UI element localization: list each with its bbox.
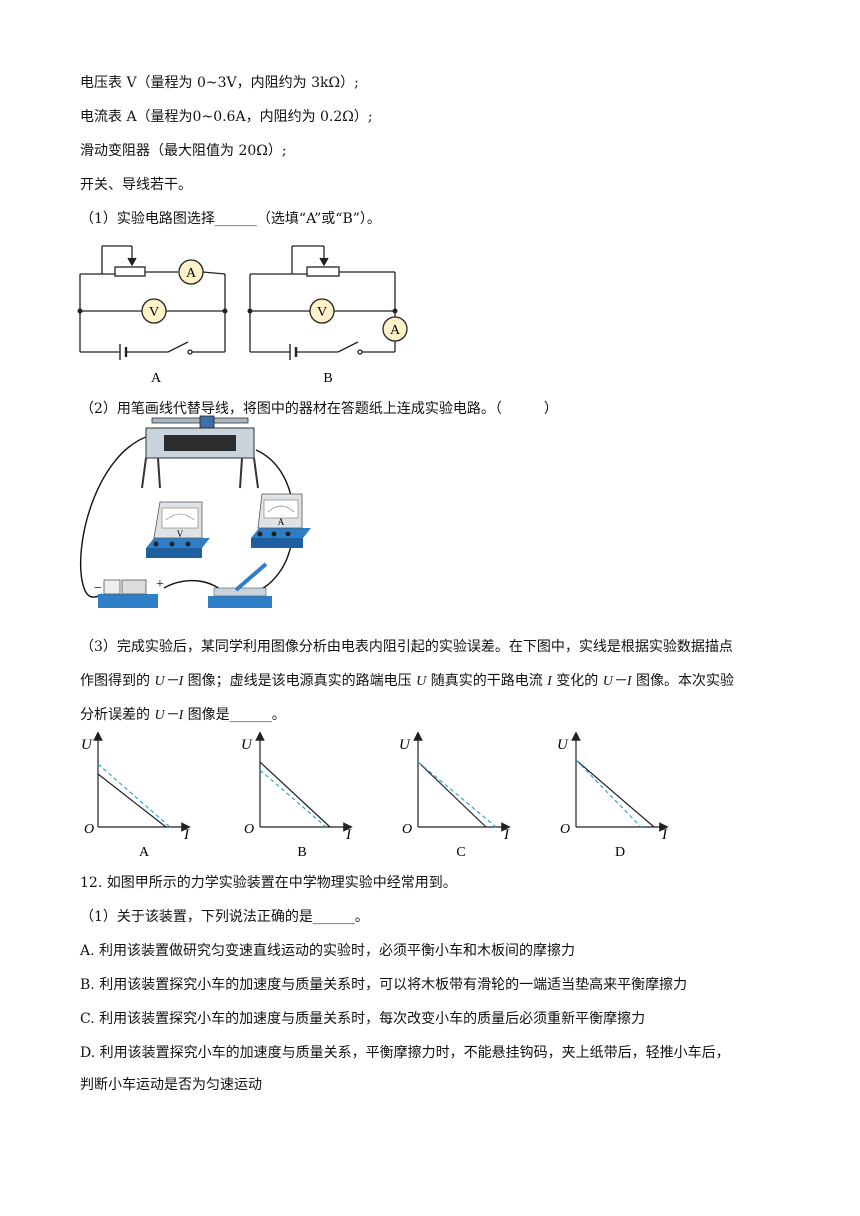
graph-a: U I O A [81,732,191,860]
graph-d-axis-i: I [661,827,668,843]
graph-c: U I O C [399,732,511,860]
question-12-title: 12. 如图甲所示的力学实验装置在中学物理实验中经常用到。 [80,875,457,891]
graph-a-label: A [139,845,150,860]
graph-d-origin: O [560,822,570,837]
option-b: B. 利用该装置探究小车的加速度与质量关系时，可以将木板带有滑轮的一端适当垫高来… [80,977,688,993]
ammeter-letter: A [278,517,285,527]
battery-icon [98,579,158,608]
switch-icon [208,562,272,608]
graph-b-axis-u: U [241,737,253,753]
circuit-a-ammeter-letter: A [186,266,197,281]
graph-a-origin: O [84,822,94,837]
graph-d-label: D [615,845,625,860]
circuit-b [249,245,408,360]
circuit-a-label: A [151,371,162,386]
graph-b-axis-i: I [345,827,352,843]
circuit-a [79,245,226,360]
q3-ui-symbol: U－I [154,708,184,723]
circuit-b-voltmeter-letter: V [317,305,327,320]
ui-graphs: U I O A U I O B U I O C U I O D [81,732,669,860]
option-a: A. 利用该装置做研究匀变速直线运动的实验时，必须平衡小车和木板间的摩擦力 [80,943,576,959]
voltmeter-letter: V [177,529,184,539]
ammeter-icon [251,493,311,548]
equipment-ammeter: 电流表 A（量程为0~0.6A，内阻约为 0.2Ω）; [80,109,373,125]
apparatus-picture: V A − + [80,415,311,608]
rheostat-icon [141,415,259,489]
graph-c-origin: O [402,822,412,837]
q3-text: 图像；虚线是该电源真实的路端电压 [183,673,417,689]
q3-text: 图像是 [183,707,230,723]
graph-b-origin: O [244,822,254,837]
q1-answer-blank: ______ [214,211,257,227]
circuit-diagrams: A V V A A B [77,245,408,386]
q3-ui-symbol: U－I [602,674,632,689]
battery-plus-label: + [156,577,164,592]
graph-a-axis-u: U [81,737,93,753]
q3-text: 分析误差的 [80,707,155,723]
equipment-switch-wires: 开关、导线若干。 [80,177,192,193]
option-d-continued: 判断小车运动是否为匀速运动 [80,1077,262,1093]
graph-c-axis-u: U [399,737,411,753]
option-d: D. 利用该装置探究小车的加速度与质量关系，平衡摩擦力时，不能悬挂钩码，夹上纸带… [80,1045,730,1061]
circuit-b-label: B [323,371,332,386]
q3-ui-symbol: U－I [154,674,184,689]
q3-text: 。 [271,707,286,723]
question-12-sub-1: （1）关于该装置，下列说法正确的是______。 [80,909,369,925]
question-2: （2）用笔画线代替导线，将图中的器材在答题纸上连成实验电路。（ ） [80,401,558,417]
graph-c-label: C [456,845,465,860]
question-3-line-2: 作图得到的 U－I 图像；虚线是该电源真实的路端电压 U 随真实的干路电流 I … [80,671,734,692]
battery-minus-label: − [94,581,102,596]
q1-prefix: （1）实验电路图选择 [80,211,215,227]
q3-text: 作图得到的 [80,673,155,689]
equipment-rheostat: 滑动变阻器（最大阻值为 20Ω）; [80,143,287,159]
question-3-line-1: （3）完成实验后，某同学利用图像分析由电表内阻引起的实验误差。在下图中，实线是根… [80,639,733,655]
equipment-voltmeter: 电压表 V（量程为 0~3V，内阻约为 3kΩ）; [80,75,359,91]
question-3-line-3: 分析误差的 U－I 图像是______。 [80,705,286,726]
q3-text: 变化的 [551,673,603,689]
circuit-b-ammeter-letter: A [390,323,401,338]
q3-text: 随真实的干路电流 [426,673,548,689]
option-c: C. 利用该装置探究小车的加速度与质量关系时，每次改变小车的质量后必须重新平衡摩… [80,1011,646,1027]
graph-a-axis-i: I [183,827,190,843]
q1-suffix: （选填“A”或“B”）。 [256,211,381,227]
q3-text: 图像。本次实验 [631,673,734,689]
question-1: （1）实验电路图选择______（选填“A”或“B”）。 [80,209,381,229]
graph-d-axis-u: U [557,737,569,753]
q3-answer-blank: ______ [229,707,272,723]
q3-u-symbol: U [416,674,427,689]
graph-b: U I O B [241,732,353,860]
q3-i-symbol: I [547,674,552,689]
graph-b-label: B [297,845,306,860]
graph-d: U I O D [557,732,669,860]
voltmeter-icon [146,501,210,558]
graph-c-axis-i: I [503,827,510,843]
circuit-a-voltmeter-letter: V [149,305,159,320]
